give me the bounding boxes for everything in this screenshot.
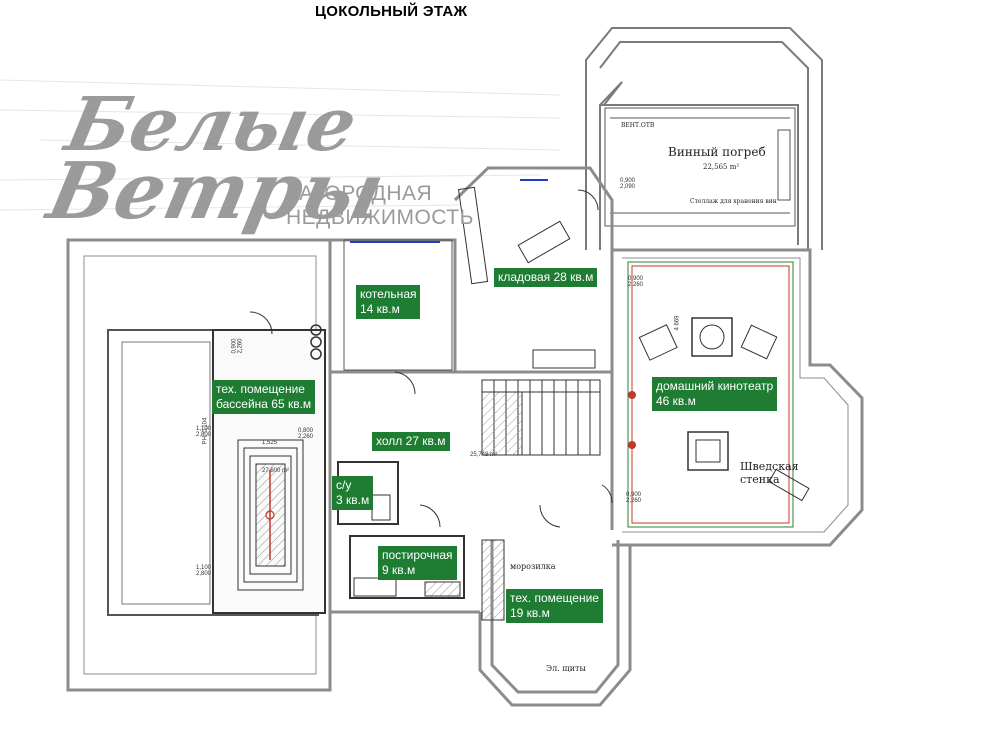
dim-door-4: 0,900 2,260 <box>626 492 642 504</box>
room-label-cinema: домашний кинотеатр 46 кв.м <box>652 377 778 411</box>
dim-door-2: 0,800 2,260 <box>298 428 314 440</box>
logo-subtitle-2: НЕДВИЖИМОСТЬ <box>286 206 474 229</box>
dim-stair-area: 25,748 m² <box>470 452 498 458</box>
dim-door-3: 0,900 2,260 <box>628 276 644 288</box>
note-wine-racks: Стеллаж для хранения вин <box>690 198 777 205</box>
dim-level: РН. 0,104 <box>202 417 209 445</box>
tech-room-walls <box>478 540 632 707</box>
wine-cellar-walls <box>585 27 823 250</box>
central-walls <box>328 166 614 614</box>
note-vent: ВЕНТ.ОТВ <box>621 122 655 129</box>
note-swedish-wall: Шведская стенка <box>740 460 799 486</box>
background-lines <box>0 79 561 211</box>
cinema-walls <box>612 248 864 547</box>
dim-window-2: 1,100 2,800 <box>196 565 212 577</box>
dim-pool-width: 1,525 <box>262 440 278 446</box>
room-label-wc: с/у 3 кв.м <box>332 476 374 510</box>
watermark-logo: Белые Ветры ЗАГОРОДНАЯ НЕДВИЖИМОСТЬ <box>40 82 488 252</box>
note-wine-cellar: Винный погреб <box>668 145 766 159</box>
stairs <box>481 379 601 456</box>
page-title: ЦОКОЛЬНЫЙ ЭТАЖ <box>315 3 468 20</box>
room-label-pool-tech: тех. помещение бассейна 65 кв.м <box>212 380 316 414</box>
door-arcs <box>249 189 613 528</box>
note-wine-area: 22,565 m² <box>703 163 740 171</box>
dim-door-1: 0,900 2,260 <box>231 338 244 354</box>
room-label-boiler: котельная 14 кв.м <box>356 285 421 319</box>
note-el-panels: Эл. щиты <box>546 664 586 673</box>
dim-cinema-width: 4 669 <box>674 315 681 331</box>
dim-door-5: 0,900 2,090 <box>620 178 636 190</box>
dim-window-1: 1,100 2,800 <box>196 426 212 438</box>
room-label-pantry: кладовая 28 кв.м <box>494 268 598 287</box>
room-label-tech-room: тех. помещение 19 кв.м <box>506 589 603 623</box>
note-freezer: морозилка <box>510 562 556 571</box>
logo-subtitle-1: ЗАГОРОДНАЯ <box>286 182 433 205</box>
dim-pool-area: 27,600 m² <box>262 468 290 474</box>
room-label-laundry: постирочная 9 кв.м <box>378 546 457 580</box>
room-label-hall: холл 27 кв.м <box>372 432 450 451</box>
